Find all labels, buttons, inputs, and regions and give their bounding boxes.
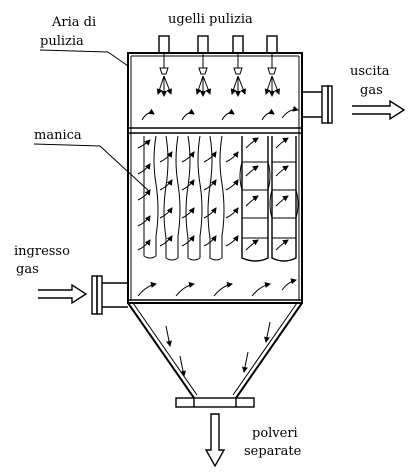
leader-lines — [33, 49, 151, 193]
label-gas-inlet-line1: ingresso — [14, 244, 70, 259]
cleaning-nozzles — [158, 35, 278, 75]
filter-sleeves — [143, 135, 299, 262]
gas-outlet-pipe — [302, 85, 333, 124]
sleeve-flow-arrows — [137, 137, 289, 251]
label-gas-outlet-line2: gas — [360, 83, 383, 98]
vessel-body — [127, 52, 303, 408]
gas-inlet-arrow — [38, 283, 88, 305]
label-separated-dust-line1: polveri — [252, 426, 298, 441]
spray-arrows — [141, 75, 299, 121]
label-gas-inlet-line2: gas — [16, 262, 39, 277]
label-gas-outlet-line1: uscita — [350, 64, 390, 79]
dust-discharge-arrow — [204, 413, 226, 468]
label-cleaning-nozzles: ugelli pulizia — [168, 12, 253, 27]
lower-flow-arrows — [137, 278, 297, 377]
gas-outlet-arrow — [352, 99, 406, 121]
label-cleaning-air-line2: pulizia — [40, 34, 84, 49]
label-separated-dust-line2: separate — [244, 444, 302, 459]
label-cleaning-air-line1: Aria di — [51, 15, 96, 30]
label-sleeve: manica — [34, 128, 82, 143]
gas-inlet-pipe — [91, 275, 128, 315]
